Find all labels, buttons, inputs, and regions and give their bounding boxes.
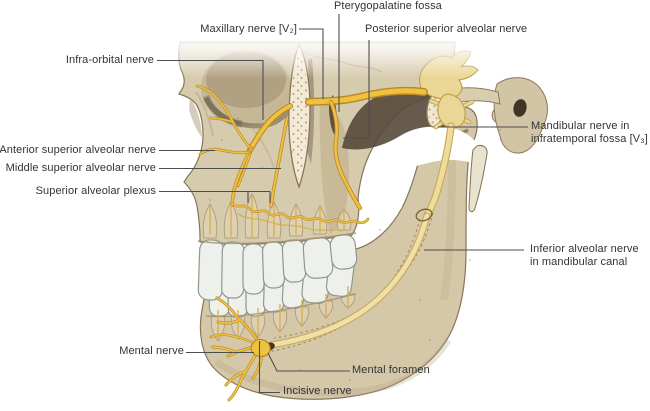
inferior-alveolar-nerve-in-canal — [217, 208, 434, 353]
tooth — [302, 237, 334, 279]
label-inferior-alveolar-nerve-line2: in mandibular canal — [530, 256, 628, 268]
styloid-process — [468, 145, 488, 213]
leader-posterior-superior-alveolar-nerve — [343, 40, 370, 139]
label-mental-foramen: Mental foramen — [352, 364, 430, 376]
v3-trunk-knot — [437, 93, 466, 129]
maxillary-nerve-trunk — [306, 88, 427, 105]
leader-superior-alveolar-plexus — [159, 190, 271, 203]
sectioned-bone-strut — [288, 42, 311, 189]
nasal-aperture — [189, 98, 202, 137]
tooth — [281, 239, 307, 283]
label-inferior-alveolar-nerve-line1: Inferior alveolar nerve — [530, 243, 639, 255]
tooth — [197, 239, 225, 301]
upper-gumline — [197, 232, 357, 245]
lower-dental-branches — [217, 286, 349, 340]
mental-and-incisive-nerves — [209, 296, 275, 402]
label-posterior-superior-alveolar-nerve: Posterior superior alveolar nerve — [365, 23, 528, 35]
label-mandibular-nerve-line1: Mandibular nerve in — [531, 120, 630, 132]
pterygoid-plates — [319, 98, 349, 234]
label-mental-nerve: Mental nerve — [119, 345, 184, 357]
upper-dental-branches — [209, 195, 345, 239]
tooth — [242, 243, 265, 295]
incisive-nerve-path — [210, 333, 255, 344]
leader-incisive-nerve — [258, 341, 280, 394]
label-incisive-nerve: Incisive nerve — [283, 385, 352, 397]
leader-maxillary-nerve — [299, 28, 324, 99]
mental-nerve-knot — [250, 338, 271, 357]
label-superior-alveolar-plexus: Superior alveolar plexus — [35, 185, 156, 197]
label-pterygopalatine-fossa: Pterygopalatine fossa — [334, 0, 442, 12]
label-mandibular-nerve-line2: infratemporal fossa [V₃] — [531, 133, 648, 145]
leader-mental-foramen — [267, 352, 350, 372]
leader-infra-orbital-nerve — [157, 59, 264, 120]
maxillary-nerve-v2 — [195, 84, 428, 239]
tooth — [329, 234, 358, 270]
label-middle-superior-alveolar-nerve: Middle superior alveolar nerve — [5, 162, 156, 174]
superior-alveolar-plexus-path — [231, 202, 369, 224]
leader-lines — [157, 14, 528, 394]
infraorbital-terminal-branches — [196, 85, 253, 187]
posterior-superior-alveolar-nerve-path — [329, 100, 362, 210]
mandibular-notch-gap — [392, 126, 485, 169]
fade-overlay — [120, 20, 560, 78]
mandibular-foramen — [415, 208, 433, 222]
label-anterior-superior-alveolar-nerve: Anterior superior alveolar nerve — [0, 144, 156, 156]
tooth — [261, 241, 286, 289]
external-acoustic-meatus — [513, 99, 527, 117]
label-infra-orbital-nerve: Infra-orbital nerve — [65, 54, 154, 66]
anterior-superior-alveolar-nerve-path — [231, 147, 252, 206]
label-maxillary-nerve: Maxillary nerve [V₂] — [200, 23, 297, 35]
middle-superior-alveolar-nerve-path — [270, 117, 288, 207]
tooth — [221, 241, 245, 299]
